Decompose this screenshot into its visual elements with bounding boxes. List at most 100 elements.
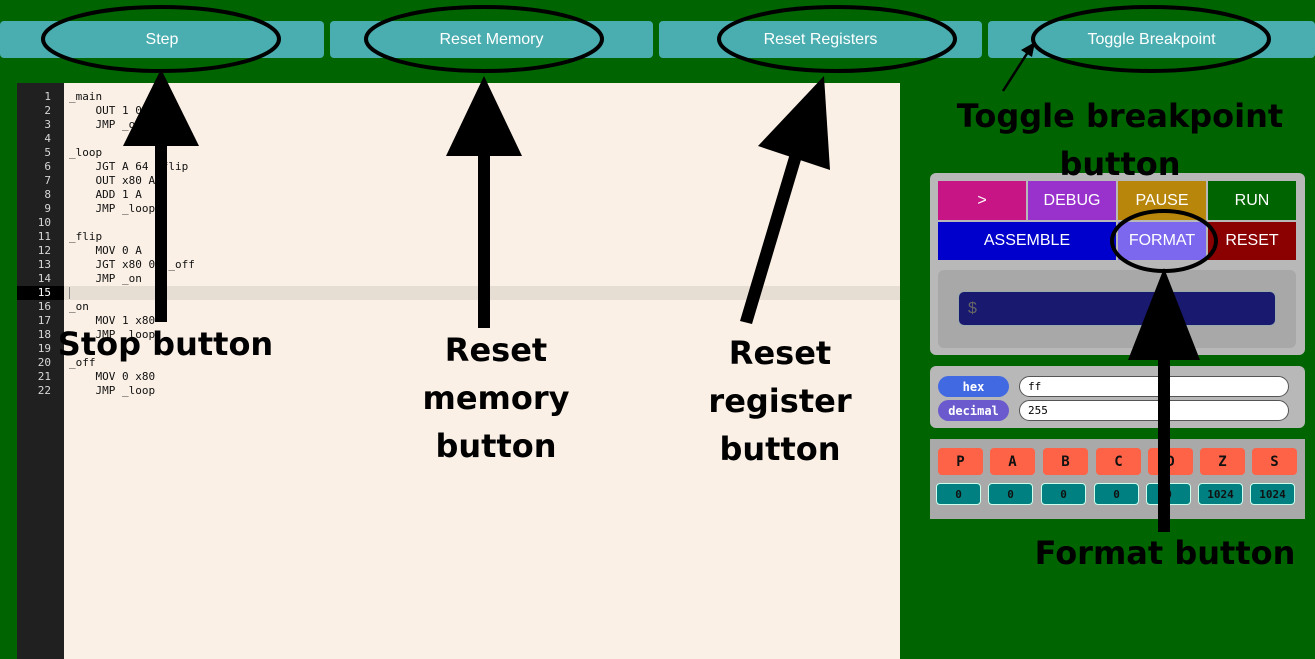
register-value: 0 <box>1041 483 1086 505</box>
code-line[interactable]: 7 OUT x80 A <box>17 174 900 188</box>
line-number[interactable]: 11 <box>17 230 51 244</box>
code-line[interactable]: 8 ADD 1 A <box>17 188 900 202</box>
line-number-text: 17 <box>37 314 51 327</box>
line-code: OUT x80 A <box>69 174 156 187</box>
line-number-text: 16 <box>37 300 51 313</box>
reset-register-annotation: Reset register button <box>708 334 852 468</box>
debug-button[interactable]: DEBUG <box>1028 181 1116 220</box>
code-line[interactable]: 14 JMP _on <box>17 272 900 286</box>
format-button[interactable]: FORMAT <box>1118 222 1206 260</box>
line-number-text: 20 <box>37 356 51 369</box>
assemble-button[interactable]: ASSEMBLE <box>938 222 1116 260</box>
code-line[interactable]: 22 JMP _loop <box>17 384 900 398</box>
decimal-label: decimal <box>938 400 1009 421</box>
line-number-text: 11 <box>37 230 51 243</box>
code-line[interactable]: 19 <box>17 342 900 356</box>
pause-button[interactable]: PAUSE <box>1118 181 1206 220</box>
register-value: 0 <box>1146 483 1191 505</box>
code-line[interactable]: 6 JGT A 64 flip <box>17 160 900 174</box>
code-line[interactable]: 18 JMP _loop <box>17 328 900 342</box>
reset-button[interactable]: RESET <box>1208 222 1296 260</box>
line-number[interactable]: 3 <box>17 118 51 132</box>
code-line[interactable]: 5 _loop <box>17 146 900 160</box>
code-line[interactable]: 21 MOV 0 x80 <box>17 370 900 384</box>
line-code: _on <box>69 300 89 313</box>
register-name: S <box>1252 448 1297 475</box>
line-number[interactable]: 19 <box>17 342 51 356</box>
line-number[interactable]: 12 <box>17 244 51 258</box>
hex-input[interactable]: ff <box>1019 376 1289 397</box>
register-name: D <box>1148 448 1193 475</box>
line-code: JMP _loop <box>69 202 156 215</box>
line-code: MOV 0 A <box>69 244 142 257</box>
line-code: ADD 1 A <box>69 188 142 201</box>
code-line[interactable]: 11 _flip <box>17 230 900 244</box>
toggle-breakpoint-button[interactable]: Toggle Breakpoint <box>988 21 1315 58</box>
line-number-text: 9 <box>44 202 51 215</box>
line-number-text: 2 <box>44 104 51 117</box>
line-number[interactable]: 14 <box>17 272 51 286</box>
line-number[interactable]: 4 <box>17 132 51 146</box>
line-number[interactable]: 15 <box>17 286 64 300</box>
line-number-text: 1 <box>44 90 51 103</box>
decimal-input[interactable]: 255 <box>1019 400 1289 421</box>
code-line[interactable]: 20_off <box>17 356 900 370</box>
line-number[interactable]: 7 <box>17 174 51 188</box>
line-number[interactable]: 8 <box>17 188 51 202</box>
line-number[interactable]: 1 <box>17 90 51 104</box>
run-button[interactable]: RUN <box>1208 181 1296 220</box>
line-number-text: 7 <box>44 174 51 187</box>
line-number[interactable]: 2 <box>17 104 51 118</box>
line-number-text: 19 <box>37 342 51 355</box>
reset-registers-button[interactable]: Reset Registers <box>659 21 982 58</box>
line-code: _flip <box>69 230 103 243</box>
line-number-text: 5 <box>44 146 51 159</box>
line-number-text: 8 <box>44 188 51 201</box>
line-code: _loop <box>69 146 103 159</box>
line-code: MOV 1 x80 <box>69 314 156 327</box>
code-line[interactable]: 9 JMP _loop <box>17 202 900 216</box>
register-value: 1024 <box>1250 483 1295 505</box>
line-number[interactable]: 18 <box>17 328 51 342</box>
line-number[interactable]: 17 <box>17 314 51 328</box>
line-number[interactable]: 20 <box>17 356 51 370</box>
line-code: JMP _on <box>69 272 142 285</box>
line-number[interactable]: 21 <box>17 370 51 384</box>
stop-button-annotation: Stop button <box>57 325 274 363</box>
line-number[interactable]: 13 <box>17 258 51 272</box>
line-number[interactable]: 22 <box>17 384 51 398</box>
register-value: 0 <box>988 483 1033 505</box>
step-button[interactable]: Step <box>0 21 324 58</box>
line-number[interactable]: 6 <box>17 160 51 174</box>
line-number-text: 18 <box>37 328 51 341</box>
line-number[interactable]: 16 <box>17 300 51 314</box>
code-line[interactable]: 12 MOV 0 A <box>17 244 900 258</box>
register-value: 0 <box>936 483 981 505</box>
line-number[interactable]: 9 <box>17 202 51 216</box>
toggle-breakpoint-annotation: Toggle breakpoint button <box>956 97 1284 183</box>
line-code: OUT 1 0 <box>69 104 142 117</box>
reset-memory-button[interactable]: Reset Memory <box>330 21 653 58</box>
code-line[interactable]: 13 JGT x80 0 _off <box>17 258 900 272</box>
register-value: 0 <box>1094 483 1139 505</box>
code-line[interactable]: 17 MOV 1 x80 <box>17 314 900 328</box>
line-number[interactable]: 5 <box>17 146 51 160</box>
line-number-text: 21 <box>37 370 51 383</box>
code-line[interactable]: 4 <box>17 132 900 146</box>
prompt-button[interactable]: > <box>938 181 1026 220</box>
line-number-gutter <box>17 83 64 659</box>
format-button-annotation: Format button <box>1034 534 1296 572</box>
line-code: _main <box>69 90 103 103</box>
line-number[interactable]: 10 <box>17 216 51 230</box>
code-line[interactable]: 1 _main <box>17 90 900 104</box>
hex-label: hex <box>938 376 1009 397</box>
code-line[interactable]: 16 _on <box>17 300 900 314</box>
code-line[interactable]: 10 <box>17 216 900 230</box>
register-name: Z <box>1200 448 1245 475</box>
code-line[interactable]: 15 <box>17 286 900 300</box>
line-number-text: 3 <box>44 118 51 131</box>
code-line[interactable]: 2 OUT 1 0 <box>17 104 900 118</box>
code-line[interactable]: 3 JMP _o <box>17 118 900 132</box>
line-number-text: 12 <box>37 244 51 257</box>
console-input[interactable]: $ <box>958 291 1276 326</box>
